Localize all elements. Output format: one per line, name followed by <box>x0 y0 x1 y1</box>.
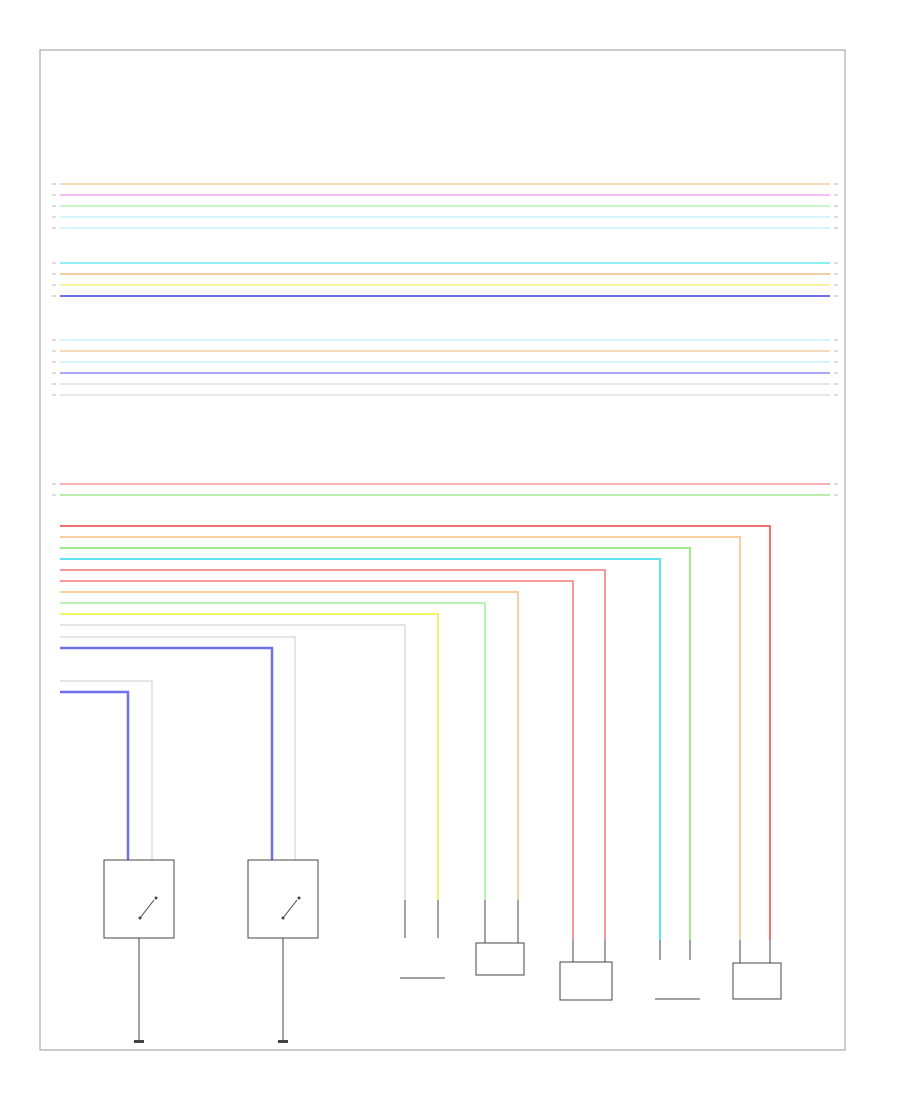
wire-red-4 <box>60 580 574 940</box>
wire-bundle-5 <box>60 525 771 940</box>
switch-terminal <box>281 916 285 920</box>
switch-terminal <box>297 896 301 900</box>
sensor-2 <box>655 940 700 1000</box>
wire-bundle-4 <box>60 483 830 496</box>
ground-terminal <box>278 1040 288 1043</box>
wire-bundle-3 <box>60 339 830 396</box>
switch-contact <box>282 899 298 919</box>
sensor-1 <box>400 900 445 979</box>
wire-white-1 <box>60 624 406 900</box>
left-switch-1 <box>103 859 175 1043</box>
switch-contact <box>139 899 155 919</box>
wire-bundle-1 <box>60 183 830 229</box>
connector-ticks-right <box>834 183 838 496</box>
wire-gray-3 <box>60 636 296 860</box>
wire-gray-4 <box>60 680 153 860</box>
wire-cyan-2 <box>60 558 661 940</box>
switch-box <box>103 859 175 939</box>
module-box <box>732 962 782 1000</box>
wire-green-3 <box>60 602 486 900</box>
wire-green-2 <box>60 547 691 940</box>
wire-red-2 <box>60 525 771 940</box>
wire-bundle-2 <box>60 262 830 297</box>
connector-ticks-left <box>52 183 56 496</box>
module-box <box>559 961 613 1001</box>
left-switch-2 <box>247 859 319 1043</box>
wire-blue-4 <box>60 690 130 860</box>
switch-terminal <box>154 896 158 900</box>
wire-orange-1 <box>60 536 741 940</box>
module-box <box>475 942 525 976</box>
wire-orange-2 <box>60 591 519 900</box>
module-1 <box>475 900 525 976</box>
wire-yellow-2 <box>60 613 439 900</box>
ground-terminal <box>134 1040 144 1043</box>
module-2 <box>559 940 613 1001</box>
switch-terminal <box>138 916 142 920</box>
module-3 <box>732 940 782 1000</box>
wire-blue-3 <box>60 646 274 860</box>
switch-box <box>247 859 319 939</box>
wire-bundle-6 <box>60 680 153 860</box>
wire-red-3 <box>60 569 606 940</box>
